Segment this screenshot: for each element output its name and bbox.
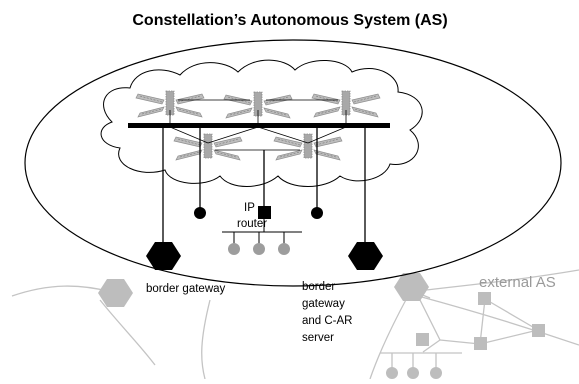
ip-router-label-line1: IP [244, 202, 255, 214]
constellation-bus [128, 123, 390, 128]
external-router-icon [416, 333, 429, 346]
lan-host-icon [278, 243, 290, 255]
external-network [11, 269, 579, 380]
external-router-icon [474, 337, 487, 350]
external-nodes [98, 273, 545, 379]
border-gateway-label: border gateway [146, 283, 226, 295]
ip-router-icon [258, 206, 271, 219]
external-router-icon [532, 324, 545, 337]
external-host-icon [386, 367, 398, 379]
external-router-icon [478, 292, 491, 305]
external-host-icon [407, 367, 419, 379]
ground-terminal-icon [311, 207, 323, 219]
car-gateway-label-line3: and C-AR [302, 315, 353, 327]
external-host-icon [430, 367, 442, 379]
lan-host-icon [253, 243, 265, 255]
diagram-title: Constellation’s Autonomous System (AS) [132, 12, 447, 29]
uplinks [162, 128, 366, 246]
external-gateway-left-icon [98, 279, 133, 307]
lan-host-icon [228, 243, 240, 255]
car-gateway-label-line4: server [302, 332, 334, 344]
border-gateway-car-icon [348, 242, 383, 270]
as-boundary [24, 39, 562, 287]
border-gateway-icon [146, 242, 181, 270]
ip-router-label-line2: router [237, 218, 267, 230]
ground-terminal-icon [194, 207, 206, 219]
external-gateway-right-icon [394, 273, 429, 301]
car-gateway-label-line2: gateway [302, 298, 345, 310]
car-gateway-label-line1: border [302, 281, 335, 293]
external-as-label: external AS [479, 274, 556, 291]
